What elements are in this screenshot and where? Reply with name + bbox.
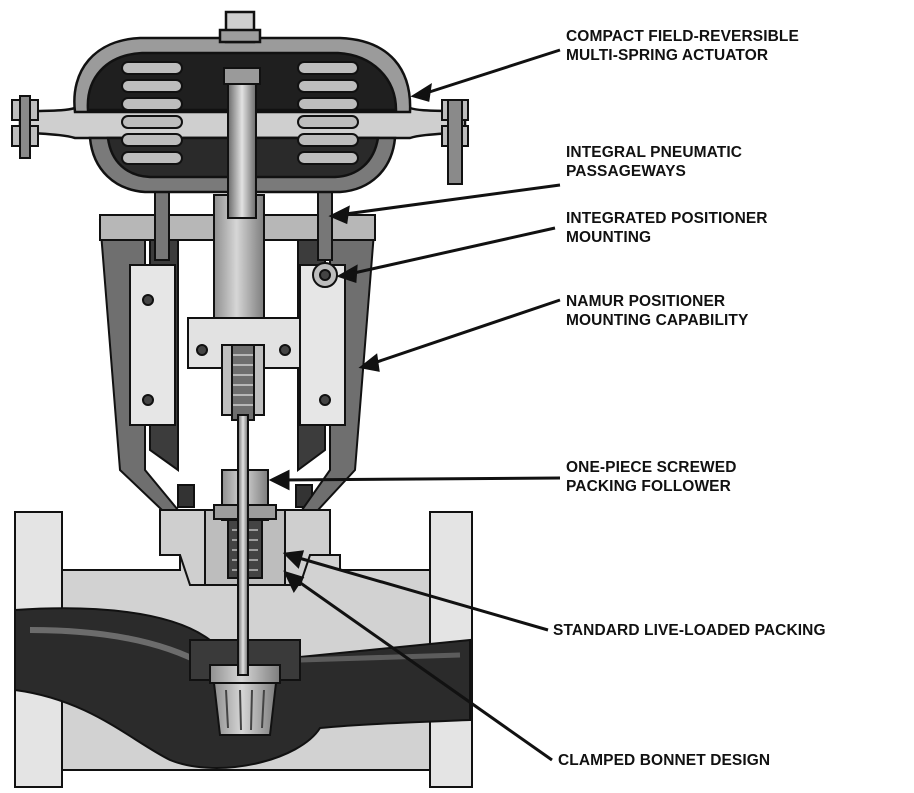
callout-line: MOUNTING xyxy=(566,229,652,246)
callout-line: INTEGRAL PNEUMATIC xyxy=(566,144,743,161)
callout-clamped-bonnet: CLAMPED BONNET DESIGN xyxy=(558,751,770,770)
callout-line: MULTI-SPRING ACTUATOR xyxy=(566,47,769,64)
stem-assembly xyxy=(187,194,301,676)
actuator-springs xyxy=(121,61,359,165)
callout-pneumatic-passageways: INTEGRAL PNEUMATIC PASSAGEWAYS xyxy=(566,143,742,181)
callout-line: PACKING FOLLOWER xyxy=(566,478,731,495)
callout-packing-follower: ONE-PIECE SCREWED PACKING FOLLOWER xyxy=(566,458,737,496)
callout-line: NAMUR POSITIONER xyxy=(566,293,726,310)
callout-line: MOUNTING CAPABILITY xyxy=(566,312,749,329)
callout-live-loaded-packing: STANDARD LIVE-LOADED PACKING xyxy=(553,621,826,640)
callout-integrated-positioner: INTEGRATED POSITIONER MOUNTING xyxy=(566,209,768,247)
callout-line: STANDARD LIVE-LOADED PACKING xyxy=(553,622,826,639)
callout-leaders xyxy=(268,48,561,762)
actuator-stem xyxy=(223,67,261,219)
callout-actuator: COMPACT FIELD-REVERSIBLE MULTI-SPRING AC… xyxy=(566,27,799,65)
positioner-brackets xyxy=(129,262,346,426)
callout-line: INTEGRATED POSITIONER xyxy=(566,210,768,227)
callout-namur-positioner: NAMUR POSITIONER MOUNTING CAPABILITY xyxy=(566,292,748,330)
callout-line: COMPACT FIELD-REVERSIBLE xyxy=(566,28,799,45)
callout-line: PASSAGEWAYS xyxy=(566,163,686,180)
casing-bolts xyxy=(11,95,469,185)
callout-line: ONE-PIECE SCREWED xyxy=(566,459,737,476)
callout-line: CLAMPED BONNET DESIGN xyxy=(558,752,771,769)
